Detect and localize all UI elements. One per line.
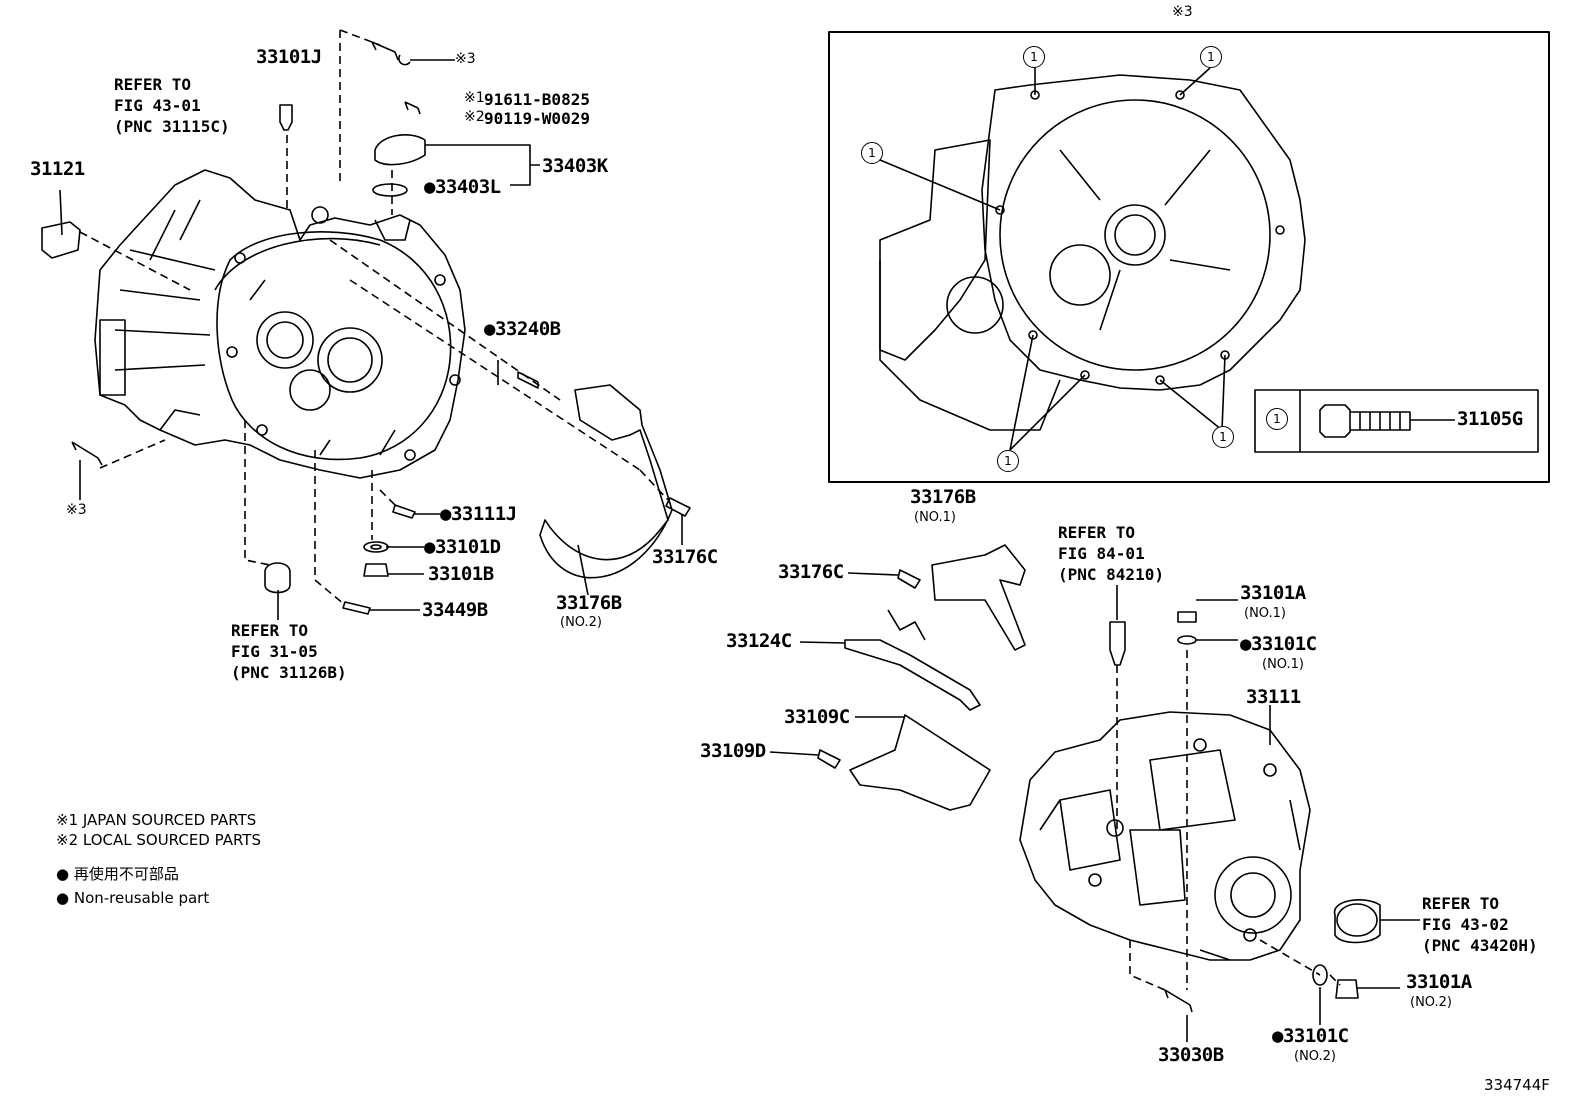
callout-circle-1: 1 [861, 142, 883, 164]
part-33101B-label: 33101B [428, 563, 494, 585]
bolt-local-number: 90119-W0029 [484, 109, 590, 128]
part-33449B-label: 33449B [422, 599, 488, 621]
filled-dot-icon: ● [56, 865, 74, 883]
refer-fig-43-01: REFER TO FIG 43-01 (PNC 31115C) [114, 75, 230, 136]
part-33176B-no2-label: 33176B [556, 592, 622, 614]
filled-dot-icon: ● [56, 889, 74, 907]
refer-fig-84-01: REFER TO FIG 84-01 (PNC 84210) [1058, 523, 1164, 584]
transmission-case [1019, 711, 1311, 961]
part-33101J-label: 33101J [256, 46, 322, 68]
note-mark-3-inset: ※3 [1172, 4, 1193, 20]
part-33101D-label: 33101D [424, 538, 501, 557]
legend-circle-1: 1 [1266, 408, 1288, 430]
part-33176C-right-label: 33176C [778, 561, 844, 583]
part-33403L-label: 33403L [424, 178, 501, 197]
part-33403K-label: 33403K [542, 155, 608, 177]
part-33176C-left-label: 33176C [652, 546, 718, 568]
part-33101A-no2-label: 33101A [1406, 971, 1472, 993]
part-33101C-no2-label: 33101C [1272, 1027, 1349, 1046]
part-33109C-label: 33109C [784, 706, 850, 728]
figure-id: 334744F [1484, 1076, 1550, 1094]
legend-local-sourced: ※2 LOCAL SOURCED PARTS [56, 831, 261, 849]
part-33111J-label: 33111J [440, 505, 517, 524]
part-31121-label: 31121 [30, 158, 85, 180]
legend-nonreusable-jp: ● 再使用不可部品 [56, 865, 179, 883]
part-33111-label: 33111 [1246, 686, 1301, 708]
bolt-japan-number: 91611-B0825 [484, 90, 590, 109]
part-33101A-no1-sub: (NO.1) [1244, 606, 1286, 621]
note-mark-2: ※2 [464, 109, 485, 125]
note-mark-3-left: ※3 [66, 502, 87, 518]
part-33240B-label: 33240B [484, 320, 561, 339]
clutch-housing [94, 169, 466, 479]
part-33030B-label: 33030B [1158, 1044, 1224, 1066]
part-33124C-label: 33124C [726, 630, 792, 652]
part-33176B-no2-sub: (NO.2) [560, 615, 602, 630]
refer-fig-31-05: REFER TO FIG 31-05 (PNC 31126B) [231, 621, 347, 682]
callout-circle-1: 1 [1200, 46, 1222, 68]
housing-face-view [879, 74, 1306, 431]
callout-circle-1: 1 [1023, 46, 1045, 68]
part-33176B-no1-label: 33176B [910, 486, 976, 508]
part-33101A-no2-sub: (NO.2) [1410, 995, 1452, 1010]
note-mark-3-top: ※3 [455, 51, 476, 67]
callout-circle-1: 1 [997, 450, 1019, 472]
part-33109D-label: 33109D [700, 740, 766, 762]
callout-circle-1: 1 [1212, 426, 1234, 448]
part-31105G-label: 31105G [1457, 408, 1523, 430]
note-mark-1: ※1 [464, 90, 485, 106]
part-33176B-no1-sub: (NO.1) [914, 510, 956, 525]
part-33101C-no1-label: 33101C [1240, 635, 1317, 654]
legend-japan-sourced: ※1 JAPAN SOURCED PARTS [56, 811, 257, 829]
part-33101C-no1-sub: (NO.1) [1262, 657, 1304, 672]
legend-nonreusable-en: ● Non-reusable part [56, 889, 210, 907]
refer-fig-43-02: REFER TO FIG 43-02 (PNC 43420H) [1422, 894, 1538, 955]
part-33101A-no1-label: 33101A [1240, 582, 1306, 604]
part-33101C-no2-sub: (NO.2) [1294, 1049, 1336, 1064]
